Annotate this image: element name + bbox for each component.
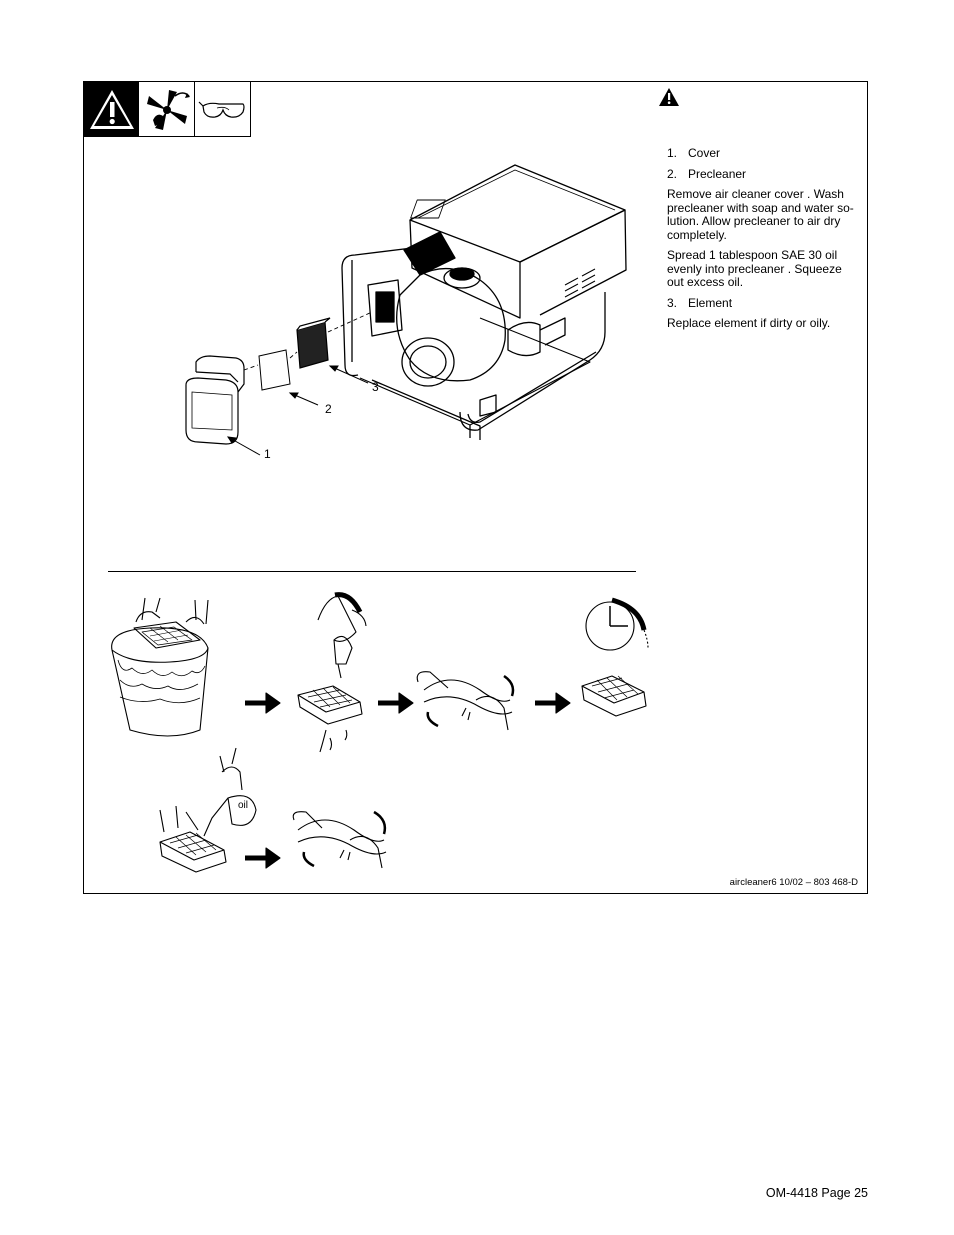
- callout-2: 2: [325, 402, 332, 416]
- warning-triangle-icon: [659, 88, 679, 106]
- procedure-frame: [83, 81, 868, 894]
- page-number: OM-4418 Page 25: [765, 1186, 868, 1200]
- instruction-legend: 1. Cover 2. Precleaner Remove air cleane…: [667, 146, 857, 338]
- precleaner-oil-text: Spread 1 tablespoon SAE 30 oil evenly in…: [667, 248, 842, 289]
- safety-symbol-bar: [83, 81, 251, 137]
- warning-icon: [83, 81, 139, 137]
- legend-item-element: 3. Element: [667, 295, 733, 310]
- section-divider: [108, 571, 636, 572]
- legend-item-cover: 1. Cover: [667, 146, 721, 160]
- callout-3: 3: [372, 380, 379, 394]
- callout-1: 1: [264, 447, 271, 461]
- legend-item-precleaner: 2. Precleaner: [667, 166, 747, 181]
- oil-label: oil: [238, 800, 249, 811]
- element-replace-text: Replace element if dirty or oily.: [667, 316, 831, 330]
- precleaner-wash-text: Remove air cleaner cover . Wash preclean…: [667, 187, 854, 242]
- safety-glasses-icon: [195, 81, 251, 137]
- illustration-code: aircleaner6 10/02 – 803 468-D: [729, 877, 858, 888]
- moving-parts-icon: [139, 81, 195, 137]
